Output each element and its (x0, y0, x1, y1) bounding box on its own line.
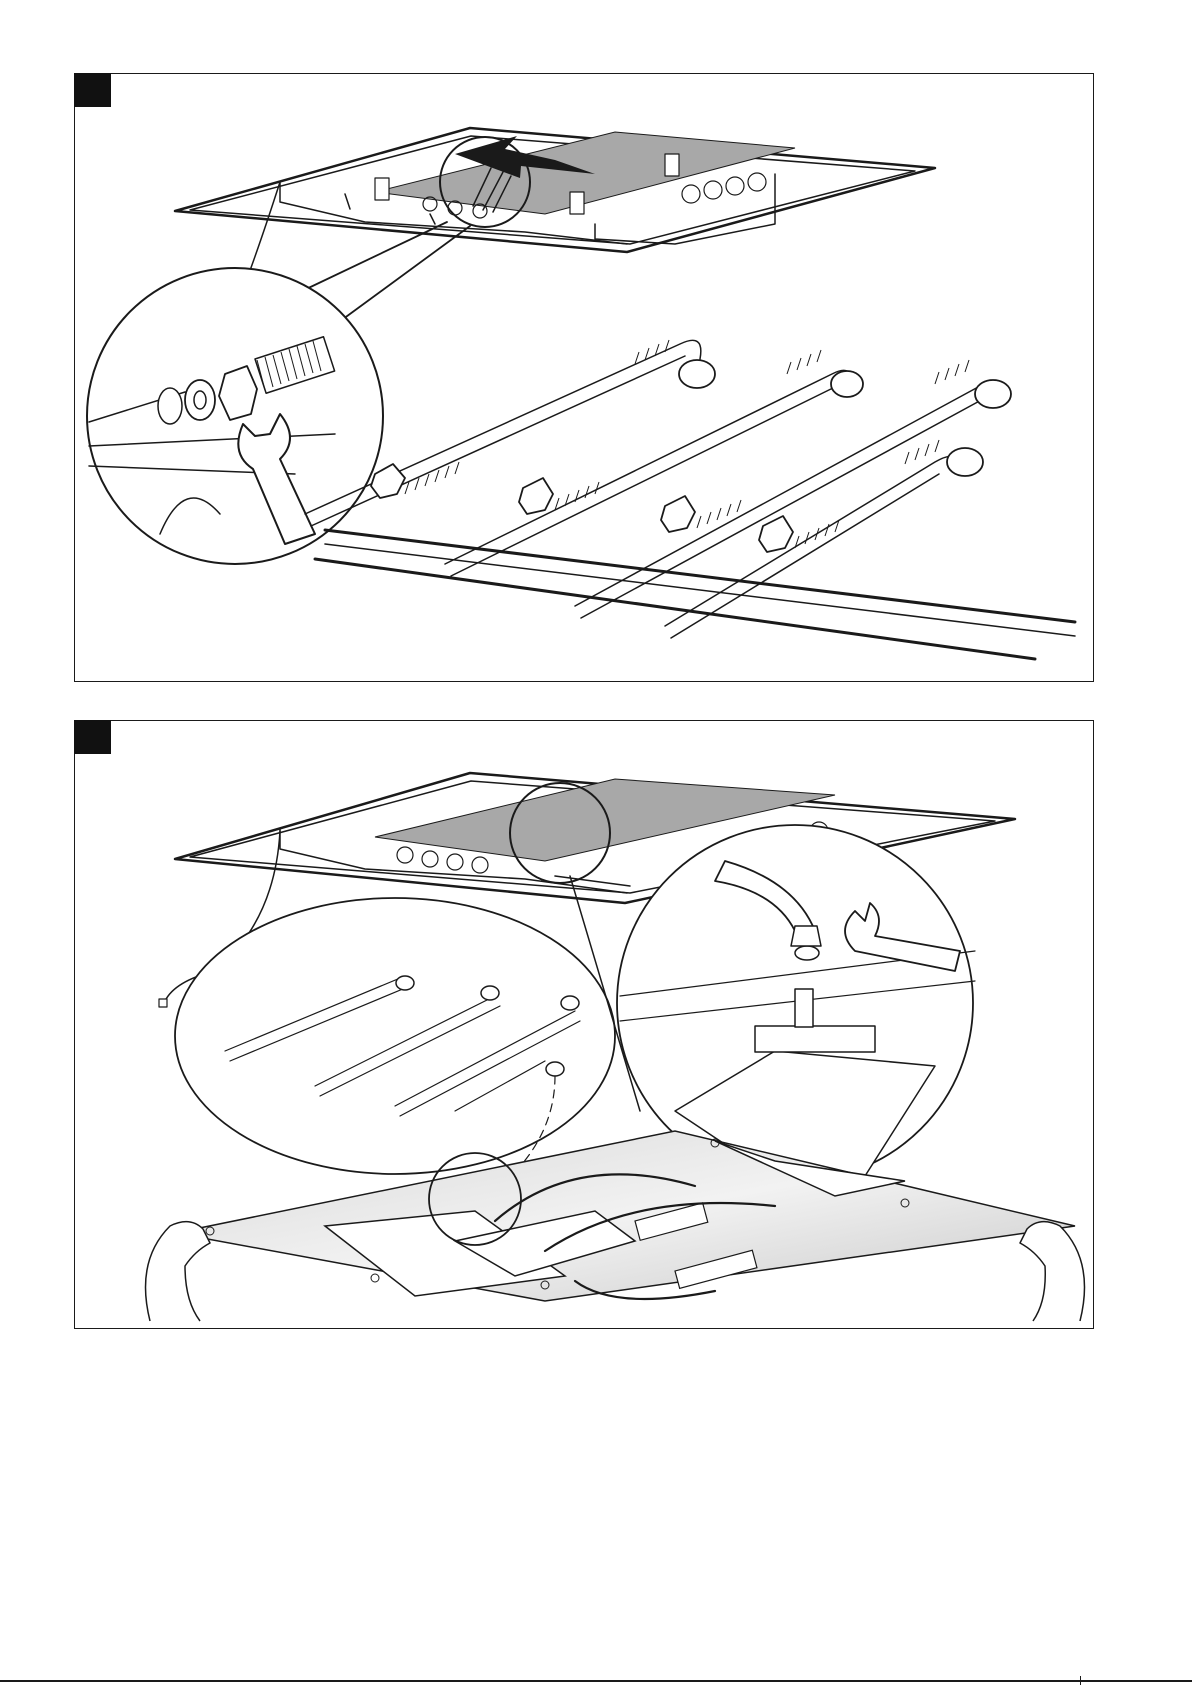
footer-tick (1080, 1676, 1081, 1685)
connector-detail-circle (617, 825, 975, 1181)
detail-magnifier-circle (87, 268, 383, 564)
illustration-hose-connection (75, 74, 1095, 683)
illustration-panel-installation (75, 721, 1095, 1330)
figure-panel-1 (74, 73, 1094, 682)
flexible-hose-icon (305, 340, 1011, 638)
figure-panel-2 (74, 720, 1094, 1329)
hose-detail-ellipse (175, 898, 615, 1174)
ceiling-box-frame (175, 128, 935, 284)
footer-rule (0, 1680, 1192, 1682)
